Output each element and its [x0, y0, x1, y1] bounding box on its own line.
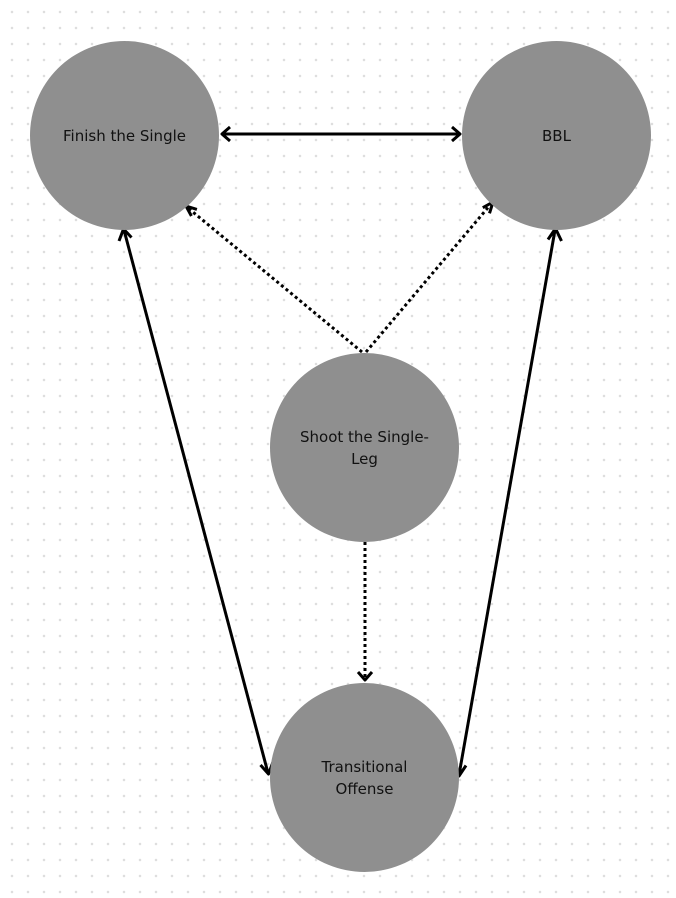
edge-shoot-finish: [184, 204, 363, 354]
node-finish-the-single: Finish the Single: [30, 41, 219, 230]
node-label-transitional-offense: Transitional Offense: [321, 757, 408, 798]
node-transitional-offense: Transitional Offense: [270, 683, 459, 872]
node-label-bbl: BBL: [542, 126, 571, 145]
node-shoot-the-single-leg: Shoot the Single-Leg: [270, 353, 459, 542]
edge-bbl-trans: [451, 227, 563, 778]
edge-finish-bbl: [220, 125, 462, 143]
node-label-finish-the-single: Finish the Single: [63, 126, 186, 145]
edge-finish-trans: [117, 227, 275, 776]
node-label-shoot-the-single-leg: Shoot the Single-Leg: [300, 427, 429, 468]
edge-shoot-bbl: [364, 200, 495, 353]
node-bbl: BBL: [462, 41, 651, 230]
edge-shoot-trans: [356, 542, 374, 682]
